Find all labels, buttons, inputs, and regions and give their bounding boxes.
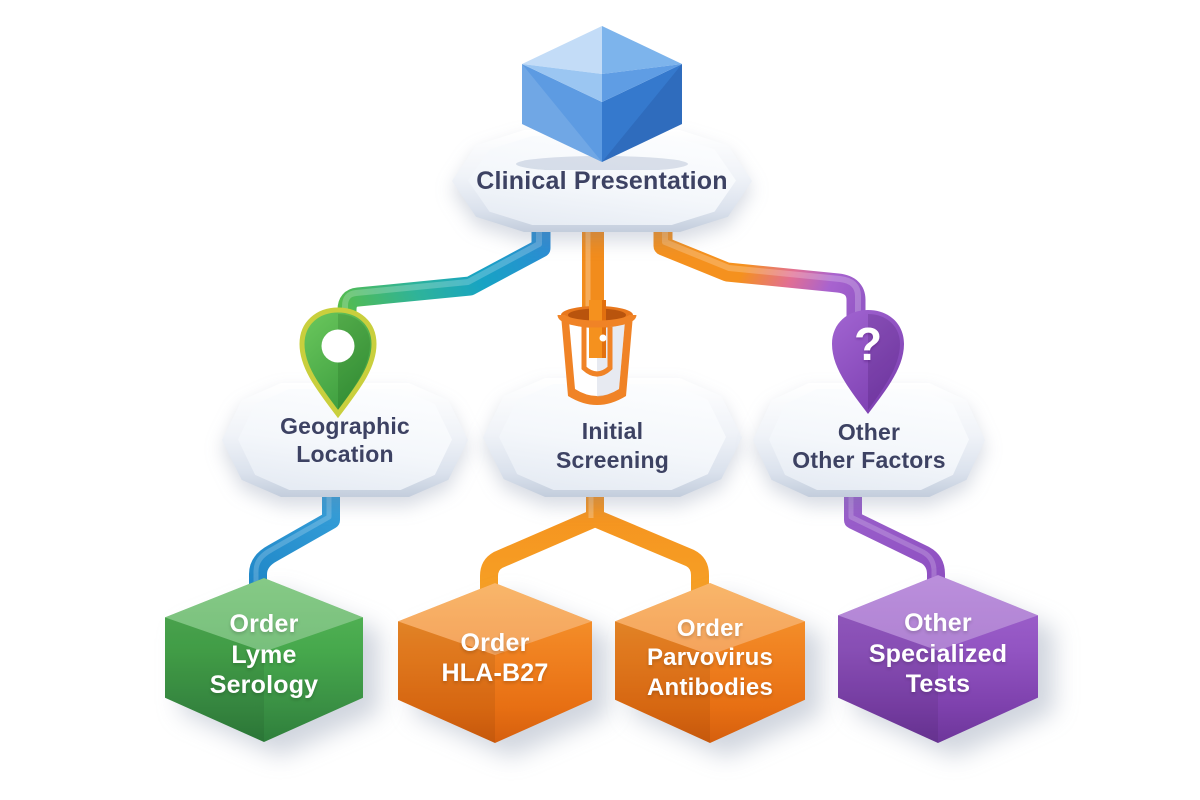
node-clinical-presentation-shape: Clinical Presentation bbox=[452, 130, 752, 232]
node-label-line: Other Factors bbox=[792, 447, 946, 473]
node-label-line: Initial bbox=[581, 418, 644, 445]
leaf-label-line: Parvovirus bbox=[646, 644, 774, 672]
node-order-lyme-serology-shape: Order Lyme Serology bbox=[165, 578, 363, 742]
node-clinical-presentation: Clinical Presentation bbox=[452, 130, 752, 232]
node-label-line: Location bbox=[296, 441, 394, 467]
leaf-label-line: Order bbox=[229, 610, 299, 639]
node-label-line: Other bbox=[837, 418, 901, 445]
leaf-label-line: Lyme bbox=[231, 640, 297, 669]
question-pin-icon bbox=[832, 310, 904, 414]
test-tube-icon bbox=[557, 300, 637, 405]
node-label-line: Geographic bbox=[280, 412, 410, 439]
leaf-label-line: Order bbox=[676, 615, 744, 643]
node-order-hla-b27-shape: Order HLA-B27 bbox=[398, 583, 592, 743]
leaf-label-line: Other bbox=[904, 609, 972, 638]
leaf-label-line: Tests bbox=[905, 670, 971, 699]
leaf-label-line: Order bbox=[460, 628, 530, 657]
node-order-parvovirus-antibodies-shape: Order Parvovirus Antibodies bbox=[615, 583, 805, 743]
node-order-parvovirus-antibodies: Order Parvovirus Antibodies bbox=[615, 583, 805, 743]
question-mark-glyph: ? bbox=[853, 318, 883, 370]
leaf-label-line: Antibodies bbox=[647, 673, 773, 701]
node-other-specialized-tests: Other Specialized Tests bbox=[838, 575, 1038, 743]
node-order-hla-b27: Order HLA-B27 bbox=[398, 583, 592, 743]
leaf-label-line: Specialized bbox=[868, 639, 1008, 668]
leaf-label-line: HLA-B27 bbox=[441, 659, 549, 687]
node-order-lyme-serology: Order Lyme Serology bbox=[165, 578, 363, 742]
connector-root-to-other bbox=[653, 211, 866, 340]
node-label: Clinical Presentation bbox=[476, 166, 728, 195]
connector-geographic-to-lyme bbox=[249, 485, 340, 615]
node-label-line: Screening bbox=[555, 446, 669, 473]
gem-icon bbox=[516, 26, 688, 170]
map-pin-icon bbox=[299, 307, 377, 418]
node-other-specialized-tests-shape: Other Specialized Tests bbox=[838, 575, 1038, 743]
leaf-label-line: Serology bbox=[209, 671, 319, 700]
connector-other-to-specialized bbox=[844, 485, 945, 615]
